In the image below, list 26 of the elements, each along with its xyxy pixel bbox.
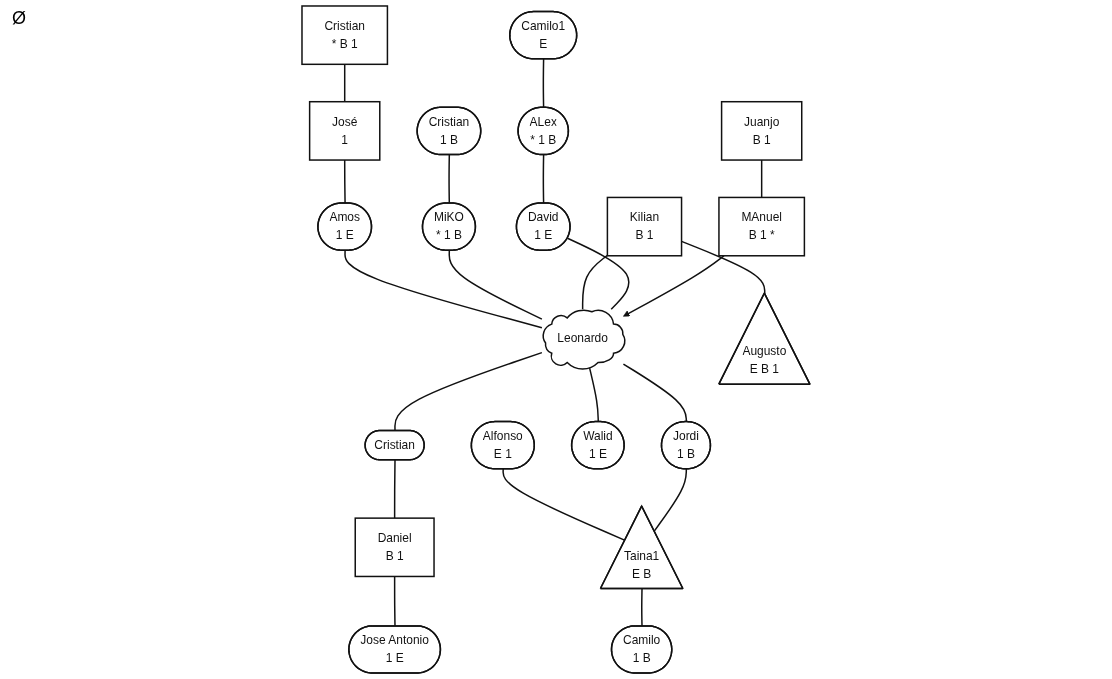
- connector: [588, 367, 600, 423]
- connector: [448, 249, 543, 320]
- connector: [393, 575, 396, 627]
- connector: [653, 468, 688, 532]
- connector: [566, 237, 630, 310]
- connector: [542, 58, 545, 109]
- connector: [581, 254, 609, 310]
- node-box: MAnuel B 1 *: [718, 196, 806, 257]
- connector: [393, 459, 396, 519]
- connector: [448, 154, 451, 205]
- connector: [542, 154, 545, 205]
- connector: [344, 159, 346, 205]
- node-box: Daniel B 1: [354, 517, 435, 578]
- connector: [641, 588, 643, 627]
- node-box: Kilian B 1: [606, 196, 683, 257]
- arrow: [623, 255, 725, 317]
- node-box: Cristian * B 1: [301, 5, 389, 66]
- node-box: Juanjo B 1: [720, 100, 803, 161]
- connector: [394, 351, 543, 432]
- connector: [502, 468, 626, 542]
- connector: [761, 159, 763, 199]
- connector: [344, 249, 543, 329]
- node-box: José 1: [308, 100, 381, 161]
- connector: [622, 363, 688, 423]
- note-mark: Ø: [12, 8, 26, 28]
- connector: [344, 63, 346, 103]
